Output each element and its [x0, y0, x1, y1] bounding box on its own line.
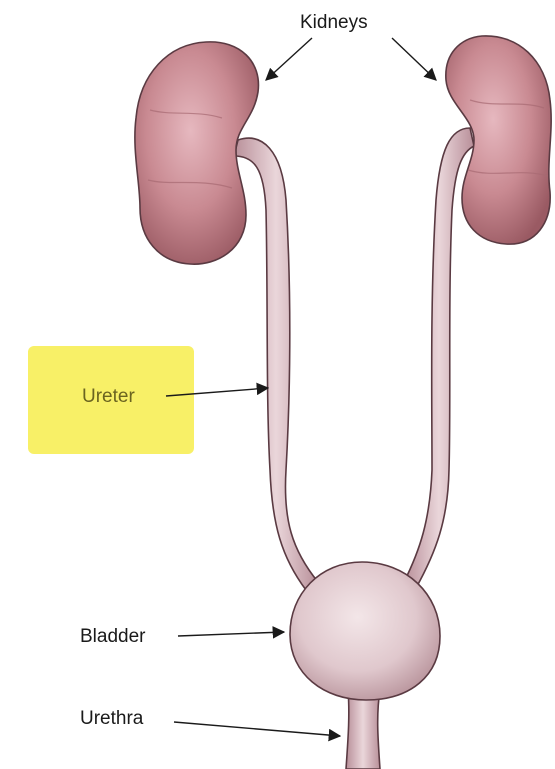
kidneys-right-arrow	[392, 38, 436, 80]
urethra-label: Urethra	[80, 708, 144, 729]
kidneys-label: Kidneys	[300, 12, 368, 33]
kidneys-left-arrow	[266, 38, 312, 80]
bladder	[290, 562, 440, 700]
ureter-label: Ureter	[82, 386, 135, 407]
left-ureter	[234, 138, 318, 590]
urethra-arrow	[174, 722, 340, 736]
urethra	[346, 690, 380, 769]
bladder-arrow	[178, 632, 284, 636]
bladder-label: Bladder	[80, 626, 146, 647]
